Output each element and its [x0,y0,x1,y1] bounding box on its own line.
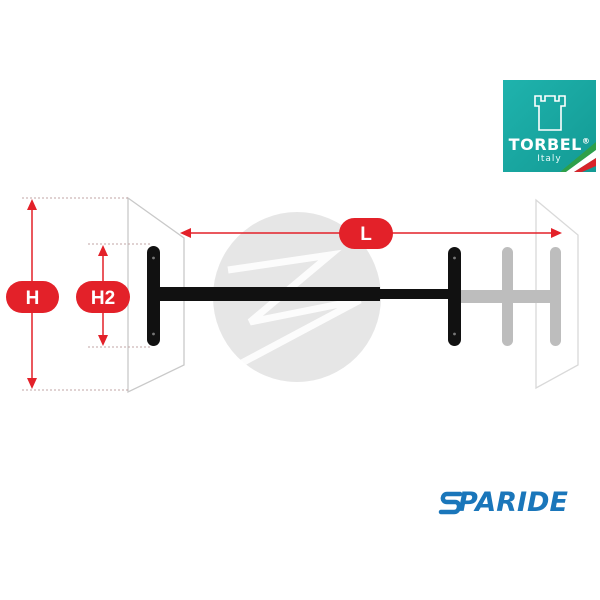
paride-text: PARIDE [458,487,568,518]
right-wall [535,198,579,390]
length-label: L [360,224,372,245]
paride-s-icon [438,491,463,515]
italian-flag-icon [560,142,596,172]
extended-bar-ghost [455,247,561,346]
left-wall [127,196,185,394]
height-label: H [26,288,40,309]
extension-lines [22,197,150,391]
left-end-plate [147,246,160,346]
height-badge: H [6,281,59,313]
height2-badge: H2 [76,281,130,313]
length-badge: L [339,218,393,249]
torbel-name: TORBEL® [508,135,591,154]
telescopic-bar [147,246,461,346]
height2-label: H2 [91,288,115,309]
torbel-logo: TORBEL® Italy [503,80,596,172]
right-end-plate [448,247,461,346]
torbel-subtitle: Italy [537,154,562,164]
paride-logo: PARIDE [438,486,598,520]
tower-icon [534,95,566,131]
